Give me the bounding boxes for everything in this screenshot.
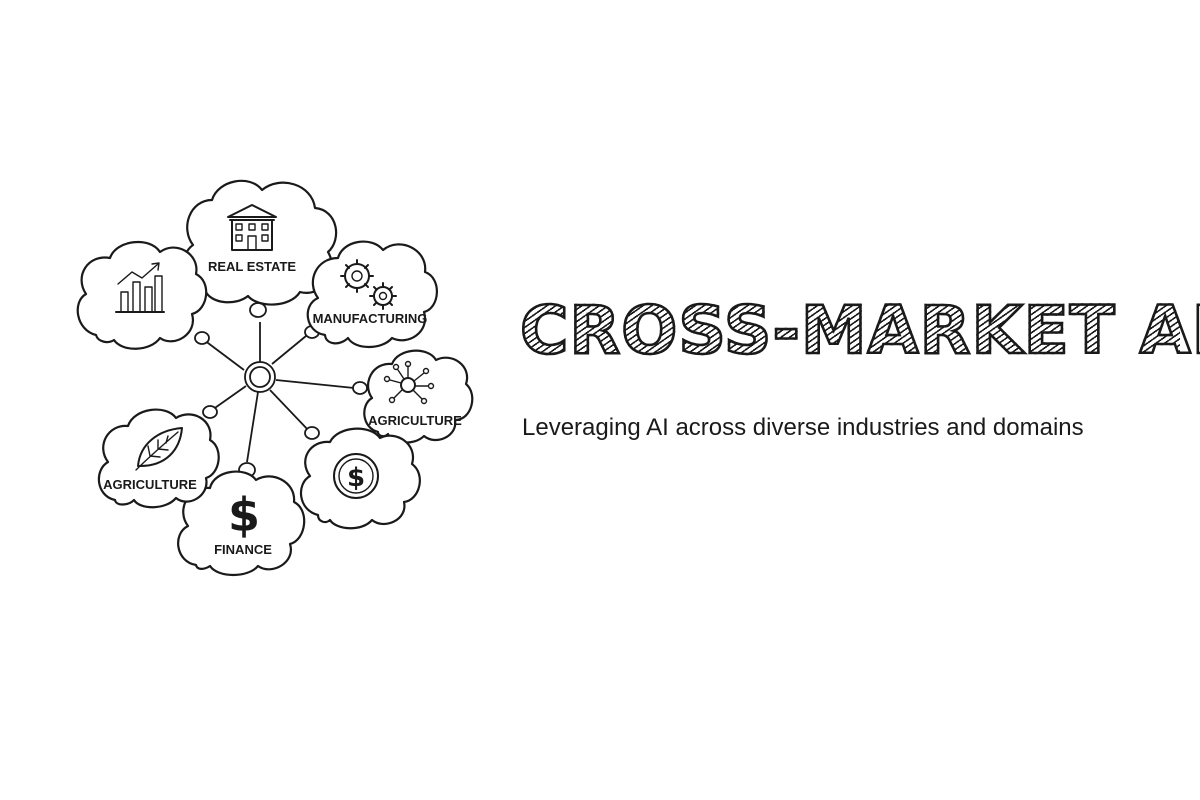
page-title: Cross-Market AI bbox=[519, 292, 1200, 369]
bar-chart-icon bbox=[115, 262, 165, 313]
page-subtitle: Leveraging AI across diverse industries … bbox=[522, 414, 1084, 441]
cloud-agriculture-leaf: AGRICULTURE bbox=[97, 408, 220, 509]
agriculture-leaf-label: AGRICULTURE bbox=[103, 477, 197, 492]
leaf-icon bbox=[135, 427, 183, 471]
bubble-coin bbox=[304, 426, 320, 440]
cloud-growth-chart bbox=[76, 240, 208, 350]
hub-spokes bbox=[203, 322, 355, 463]
cloud-real-estate: REAL ESTATE bbox=[182, 179, 338, 306]
central-hub bbox=[244, 361, 276, 393]
spoke-agriculture-network bbox=[275, 379, 355, 389]
cloud-coin: $ bbox=[300, 427, 421, 530]
building-icon bbox=[227, 204, 277, 251]
bubble-agriculture-network bbox=[352, 381, 368, 395]
dollar-coin-icon: $ bbox=[333, 453, 379, 499]
svg-text:$: $ bbox=[228, 488, 260, 542]
gears-icon bbox=[340, 259, 397, 310]
finance-label: FINANCE bbox=[214, 542, 272, 557]
cloud-finance: $ FINANCE bbox=[177, 470, 306, 577]
spoke-manufacturing bbox=[271, 335, 307, 365]
spoke-finance bbox=[246, 391, 259, 463]
spoke-growth-chart bbox=[203, 339, 245, 371]
industry-hub-diagram: REAL ESTATE MANUFACTURING bbox=[76, 179, 474, 577]
spoke-agriculture-leaf bbox=[211, 385, 247, 411]
svg-text:$: $ bbox=[347, 463, 365, 493]
network-icon bbox=[383, 360, 435, 405]
cloud-manufacturing: MANUFACTURING bbox=[306, 240, 438, 349]
bubble-real-estate bbox=[249, 302, 267, 318]
manufacturing-label: MANUFACTURING bbox=[313, 311, 428, 326]
real-estate-label: REAL ESTATE bbox=[208, 259, 296, 274]
dollar-sign-icon: $ bbox=[228, 488, 260, 542]
spoke-coin bbox=[269, 389, 311, 433]
bubble-growth-chart bbox=[194, 331, 210, 345]
bubble-agriculture-leaf bbox=[202, 405, 218, 419]
cloud-agriculture-network: AGRICULTURE bbox=[363, 349, 474, 444]
agriculture-network-label: AGRICULTURE bbox=[368, 413, 462, 428]
title-block: Cross-Market AI Leveraging AI across div… bbox=[519, 292, 1200, 442]
